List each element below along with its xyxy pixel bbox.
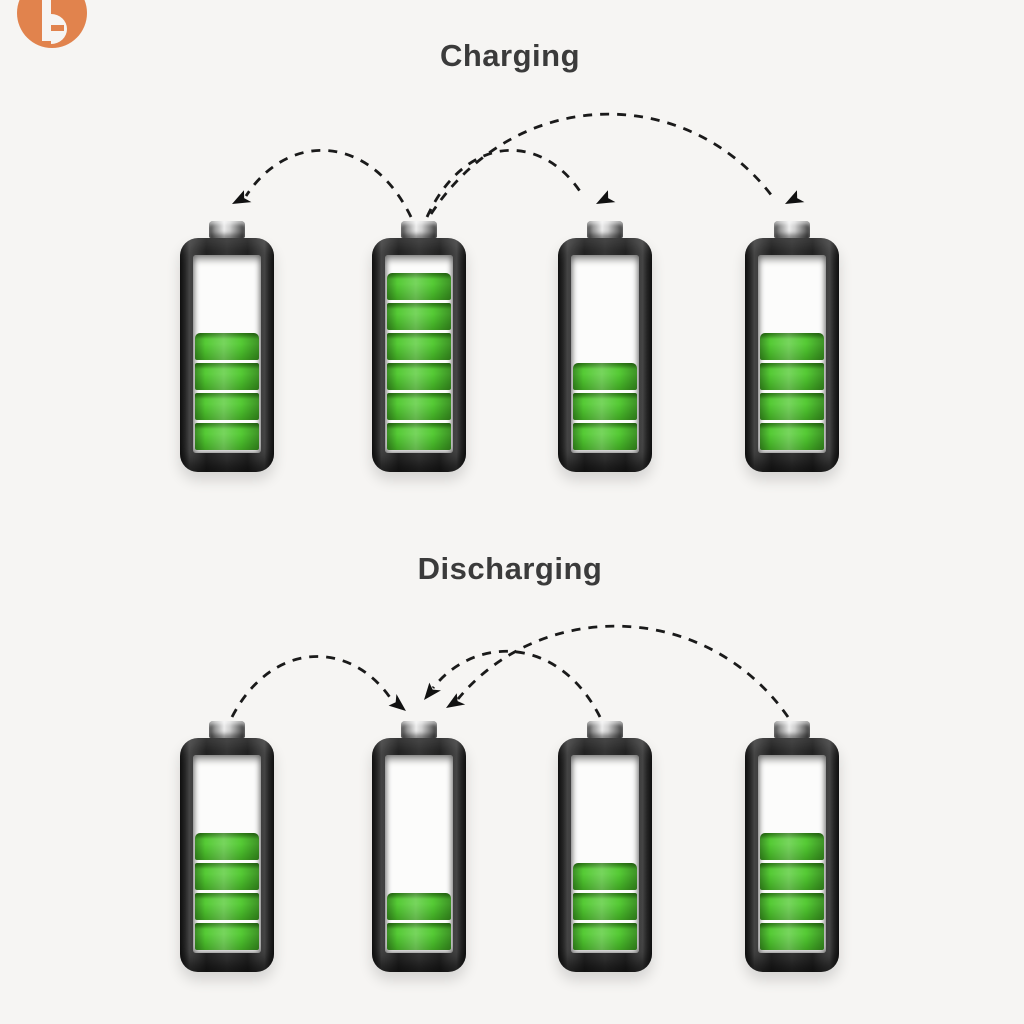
charge-segment [573,363,637,390]
charge-segment [760,863,824,890]
battery-window [193,255,261,453]
battery-discharging-2 [372,721,466,972]
flow-arrowhead-icon [424,682,441,700]
battery-cap-icon [209,721,245,738]
battery-body [745,738,839,972]
charge-segment [387,303,451,330]
battery-charging-1 [180,221,274,472]
battery-body [180,238,274,472]
charge-segment [195,423,259,450]
flow-arrow-path [431,649,602,718]
battery-window [385,255,453,453]
charge-segment [195,833,259,860]
charge-segment [387,333,451,360]
flow-arrowhead-icon [596,190,616,204]
charge-segment [760,893,824,920]
charge-segment [573,423,637,450]
flow-arrowhead-icon [785,190,805,204]
brand-logo-stem [42,0,51,41]
charge-segment [387,363,451,390]
battery-cap-icon [774,721,810,738]
flow-arrow-path [230,655,395,718]
battery-cap-icon [401,721,437,738]
charge-segment [387,273,451,300]
flow-arrowhead-icon [388,694,406,711]
charge-segment [760,923,824,950]
battery-window [758,255,826,453]
charge-segment [760,393,824,420]
brand-logo-notch [51,25,64,31]
flow-arrowhead-icon [232,190,252,204]
battery-window [193,755,261,953]
battery-body [558,238,652,472]
charge-segment [195,393,259,420]
charging-section-title: Charging [439,38,581,73]
charge-segment [760,423,824,450]
charge-segment [195,363,259,390]
charge-segment [387,393,451,420]
battery-body [180,738,274,972]
flow-arrowhead-icon [446,693,466,708]
charge-segment [573,393,637,420]
battery-window [758,755,826,953]
battery-charging-4 [745,221,839,472]
charge-segment [760,363,824,390]
battery-body [372,738,466,972]
charge-segment [760,833,824,860]
battery-body [558,738,652,972]
charge-segment [387,423,451,450]
discharging-section-title: Discharging [417,551,603,586]
battery-cap-icon [587,721,623,738]
flow-arrow-path [429,112,774,215]
battery-discharging-4 [745,721,839,972]
charge-segment [387,893,451,920]
charge-segment [195,893,259,920]
battery-window [571,755,639,953]
charge-segment [195,863,259,890]
flow-arrow-path [456,624,790,718]
battery-window [385,755,453,953]
battery-body [745,238,839,472]
battery-cap-icon [209,221,245,238]
battery-cap-icon [587,221,623,238]
battery-window [571,255,639,453]
charge-segment [387,923,451,950]
flow-arrow-path [425,149,585,218]
charge-segment [760,333,824,360]
charge-segment [573,893,637,920]
charge-segment [573,923,637,950]
battery-cap-icon [774,221,810,238]
flow-arrow-path [244,149,413,218]
battery-body [372,238,466,472]
battery-charging-2 [372,221,466,472]
battery-charging-3 [558,221,652,472]
charge-segment [195,923,259,950]
charge-segment [195,333,259,360]
battery-cap-icon [401,221,437,238]
battery-discharging-1 [180,721,274,972]
charge-segment [573,863,637,890]
battery-discharging-3 [558,721,652,972]
brand-logo-icon [17,0,87,48]
